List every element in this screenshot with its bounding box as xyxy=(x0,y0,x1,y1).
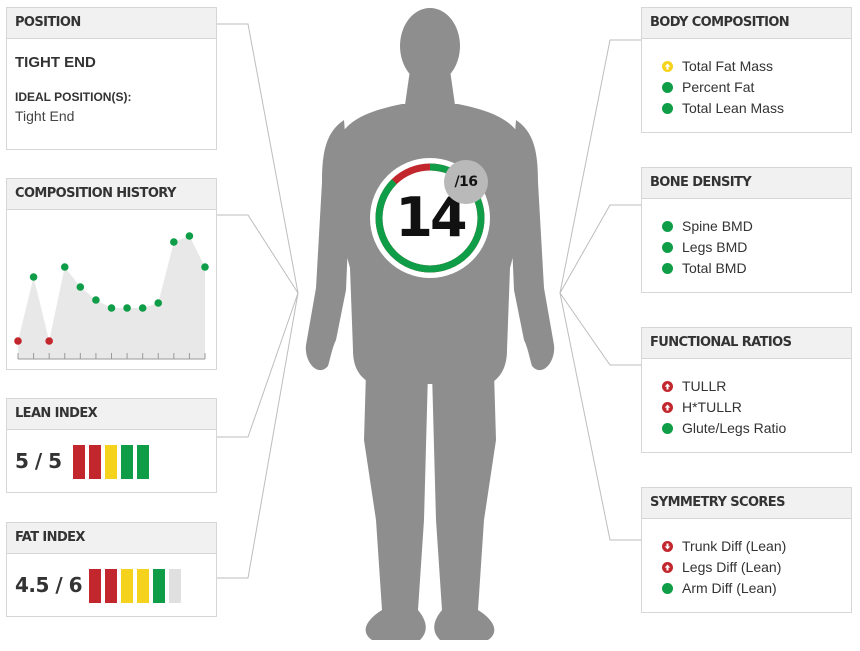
status-item-label: Total Lean Mass xyxy=(682,100,784,116)
history-point xyxy=(201,263,209,271)
status-item-label: H*TULLR xyxy=(682,399,742,415)
lean-index-score: 5 / 5 xyxy=(15,449,62,473)
alert-arrow-up-icon xyxy=(662,381,673,392)
status-list-item: H*TULLR xyxy=(662,397,786,418)
status-ok-icon xyxy=(662,103,673,114)
status-list-item: Legs BMD xyxy=(662,237,753,258)
fat-index-score: 4.5 / 6 xyxy=(15,573,83,597)
panel-header: BONE DENSITY xyxy=(642,168,851,199)
lean-index-panel: LEAN INDEX 5 / 5 xyxy=(6,398,217,493)
position-title: TIGHT END xyxy=(15,54,96,71)
index-bar-yellow xyxy=(105,445,117,479)
bone-density-list: Spine BMD Legs BMD Total BMD xyxy=(662,216,753,279)
index-bar-yellow xyxy=(137,569,149,603)
connector-lines xyxy=(217,23,641,579)
history-point xyxy=(76,283,85,291)
history-point xyxy=(92,296,100,304)
functional-ratios-list: TULLR H*TULLR Glute/Legs Ratio xyxy=(662,376,786,439)
center-score-ring: 14 xyxy=(370,158,490,278)
status-list-item: Percent Fat xyxy=(662,77,784,98)
status-ok-icon xyxy=(662,583,673,594)
index-bar-red xyxy=(89,569,101,603)
history-point xyxy=(107,304,116,312)
status-list-item: Glute/Legs Ratio xyxy=(662,418,786,439)
index-bar-red xyxy=(105,569,117,603)
status-ok-icon xyxy=(662,221,673,232)
status-item-label: Percent Fat xyxy=(682,79,755,95)
status-item-label: Spine BMD xyxy=(682,218,753,234)
index-bar-red xyxy=(73,445,85,479)
status-list-item: Trunk Diff (Lean) xyxy=(662,536,786,557)
ideal-position-label: IDEAL POSITION(S): xyxy=(15,90,132,104)
status-item-label: Total Fat Mass xyxy=(682,58,774,74)
status-ok-icon xyxy=(662,82,673,93)
status-item-label: Trunk Diff (Lean) xyxy=(682,538,787,554)
status-item-label: Arm Diff (Lean) xyxy=(682,580,777,596)
alert-arrow-up-icon xyxy=(662,562,673,573)
lean-index-bars xyxy=(73,445,149,479)
index-bar-green xyxy=(121,445,133,479)
alert-arrow-down-icon xyxy=(662,541,673,552)
panel-header: BODY COMPOSITION xyxy=(642,8,851,39)
composition-history-chart xyxy=(14,232,209,360)
position-panel: POSITION TIGHT END IDEAL POSITION(S): Ti… xyxy=(6,7,217,150)
history-point xyxy=(29,273,38,281)
composition-history-panel: COMPOSITION HISTORY xyxy=(6,178,217,370)
index-bar-yellow xyxy=(121,569,133,603)
bone-density-panel: BONE DENSITY Spine BMD Legs BMD Total BMD xyxy=(641,167,852,293)
history-point xyxy=(154,299,163,307)
center-score-max: /16 xyxy=(444,160,488,204)
history-point xyxy=(45,337,53,345)
history-point xyxy=(138,304,147,312)
panel-header: POSITION xyxy=(7,8,216,39)
status-list-item: Total Lean Mass xyxy=(662,98,784,119)
panel-header: FAT INDEX xyxy=(7,523,216,554)
status-item-label: TULLR xyxy=(682,378,727,394)
index-bar-green xyxy=(153,569,165,603)
status-list-item: Legs Diff (Lean) xyxy=(662,557,786,578)
status-list-item: Total BMD xyxy=(662,258,753,279)
ideal-position-value: Tight End xyxy=(15,108,75,124)
symmetry-scores-list: Trunk Diff (Lean) Legs Diff (Lean) Arm Dif… xyxy=(662,536,786,599)
functional-ratios-panel: FUNCTIONAL RATIOS TULLR H*TULLR Glute/Legs… xyxy=(641,327,852,453)
status-ok-icon xyxy=(662,423,673,434)
symmetry-scores-panel: SYMMETRY SCORES Trunk Diff (Lean) Legs Di… xyxy=(641,487,852,613)
history-area xyxy=(18,236,205,359)
status-list-item: Spine BMD xyxy=(662,216,753,237)
history-point xyxy=(185,232,194,240)
status-item-label: Legs BMD xyxy=(682,239,748,255)
panel-header: COMPOSITION HISTORY xyxy=(7,179,216,210)
panel-header: LEAN INDEX xyxy=(7,399,216,430)
status-list-item: Total Fat Mass xyxy=(662,56,784,77)
index-bar-gray xyxy=(169,569,181,603)
panel-header: FUNCTIONAL RATIOS xyxy=(642,328,851,359)
status-item-label: Legs Diff (Lean) xyxy=(682,559,782,575)
fat-index-bars xyxy=(89,569,181,603)
status-list-item: TULLR xyxy=(662,376,786,397)
status-ok-icon xyxy=(662,263,673,274)
history-point xyxy=(14,337,22,345)
index-bar-green xyxy=(137,445,149,479)
history-point xyxy=(123,304,131,312)
status-item-label: Total BMD xyxy=(682,260,747,276)
status-item-label: Glute/Legs Ratio xyxy=(682,420,787,436)
alert-arrow-up-icon xyxy=(662,402,673,413)
fat-index-panel: FAT INDEX 4.5 / 6 xyxy=(6,522,217,617)
status-list-item: Arm Diff (Lean) xyxy=(662,578,786,599)
history-point xyxy=(60,263,69,271)
panel-header: SYMMETRY SCORES xyxy=(642,488,851,519)
silhouette xyxy=(305,8,555,640)
warning-arrow-up-icon xyxy=(662,61,673,72)
history-point xyxy=(170,238,178,246)
index-bar-red xyxy=(89,445,101,479)
status-ok-icon xyxy=(662,242,673,253)
